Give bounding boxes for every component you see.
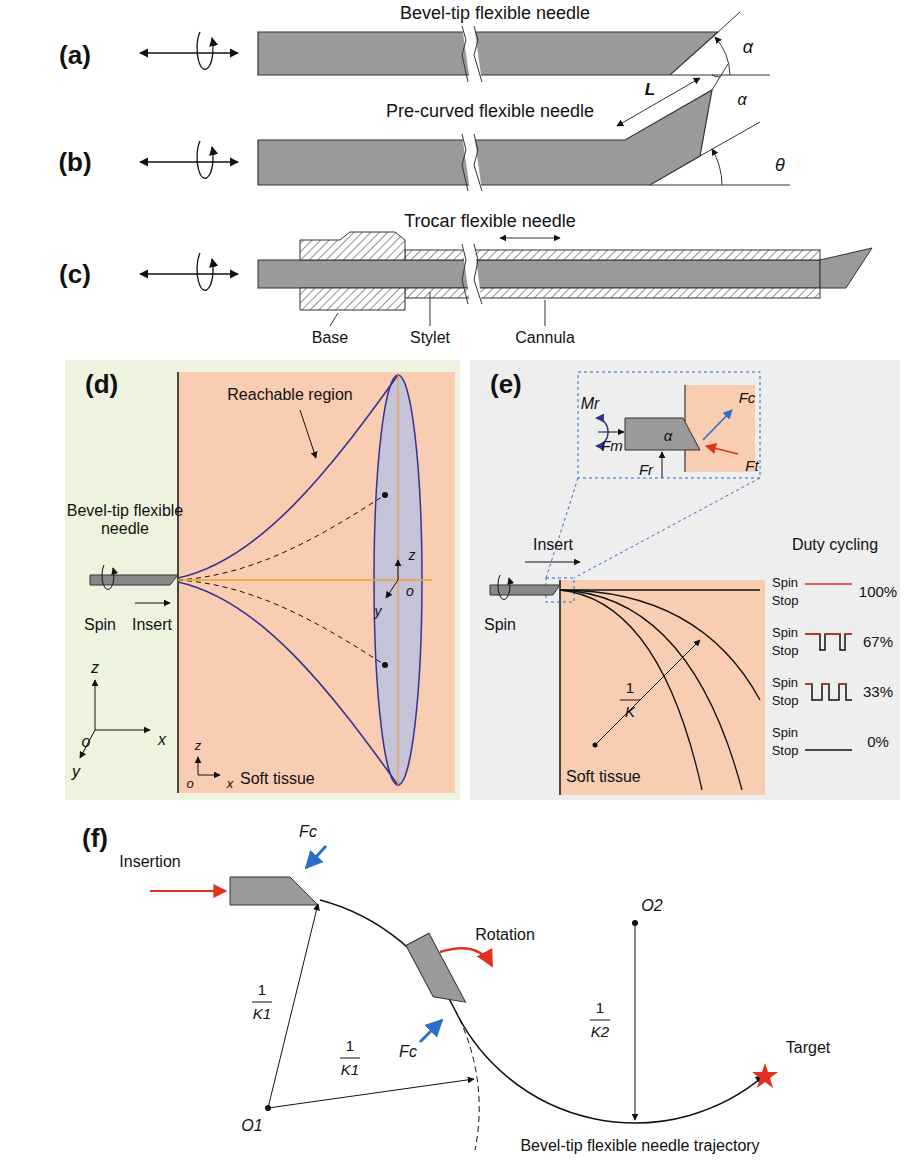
region-label: Soft tissue — [240, 770, 315, 788]
label: Fr — [639, 462, 653, 479]
label: o — [406, 584, 414, 599]
label: α — [664, 428, 673, 445]
label: Spin — [772, 726, 798, 740]
tissue-d — [178, 372, 455, 793]
label: (f) — [82, 824, 108, 853]
label: Fm — [601, 438, 623, 455]
label: Spin — [484, 616, 516, 634]
tissue-region: Soft tissue — [560, 580, 765, 795]
label: 1 — [258, 982, 266, 999]
label: Target — [786, 1039, 830, 1057]
label: 1 — [346, 1038, 354, 1055]
label: K — [625, 704, 635, 721]
label: Pre-curved flexible needle — [386, 102, 594, 122]
label: Bevel-tip flexible needle trajectory — [520, 1137, 759, 1155]
label: Stop — [772, 644, 799, 658]
label: Fc — [299, 823, 317, 841]
label: Spin — [84, 616, 116, 634]
label: Spin — [772, 676, 798, 690]
panel-letter: (d) — [85, 370, 118, 399]
label: Spin — [772, 576, 798, 590]
label: 0% — [867, 734, 889, 751]
tissue-e — [560, 580, 765, 795]
needle-b — [258, 64, 790, 191]
label: (c) — [59, 260, 91, 289]
panel-letter: (e) — [490, 370, 522, 399]
label: z — [91, 659, 99, 677]
label: 33% — [863, 684, 893, 701]
label: Trocar flexible needle — [404, 212, 575, 232]
label: 1 — [626, 680, 634, 697]
label: Mr — [581, 395, 600, 413]
panel-d-ground — [65, 360, 460, 800]
force-inset — [546, 372, 760, 602]
label: 67% — [863, 634, 893, 651]
label: z — [409, 548, 416, 563]
label: Rotation — [475, 926, 535, 944]
label: Ft — [745, 458, 758, 475]
label: Fc — [739, 390, 756, 407]
label: Cannula — [515, 329, 575, 347]
motion-arrows — [140, 32, 238, 290]
label: Stop — [772, 744, 799, 758]
label: Insertion — [119, 853, 180, 871]
label: y — [72, 763, 80, 781]
label: Duty cycling — [792, 536, 878, 554]
trajectory-f — [150, 846, 778, 1150]
label: (a) — [59, 41, 91, 70]
panel: (d) Soft tissue — [65, 360, 460, 800]
label: Base — [312, 329, 348, 347]
panel-e-ground — [470, 360, 900, 800]
label: Bevel-tip flexible needle — [400, 4, 590, 24]
trocar-needle-c — [258, 232, 872, 326]
label: Insert — [132, 616, 172, 634]
label: Reachable region — [227, 386, 352, 404]
label: Bevel-tip flexible needle — [65, 502, 185, 537]
label: z — [195, 739, 202, 753]
label: o — [186, 777, 193, 791]
duty-waveforms — [805, 584, 852, 750]
label: L — [645, 81, 655, 100]
reachable-region — [178, 375, 432, 785]
label: 100% — [859, 584, 897, 601]
label: O1 — [241, 1117, 262, 1135]
label: x — [227, 777, 234, 791]
label: K1 — [253, 1006, 271, 1023]
label: α — [743, 38, 753, 58]
label: α — [737, 91, 746, 109]
label: Stop — [772, 694, 799, 708]
region-label: Soft tissue — [566, 768, 641, 786]
label: K2 — [591, 1024, 609, 1041]
panel: (e) Soft tissue — [470, 360, 900, 800]
label: K1 — [341, 1062, 359, 1079]
label: Fc — [399, 1043, 417, 1061]
tissue-region: Soft tissue — [178, 372, 455, 793]
label: Stylet — [410, 329, 450, 347]
label: 1 — [596, 1000, 604, 1017]
label: y — [375, 604, 382, 619]
label: o — [82, 733, 91, 751]
label: Stop — [772, 594, 799, 608]
label: Spin — [772, 626, 798, 640]
label: O2 — [641, 897, 662, 915]
label: x — [158, 731, 166, 749]
label: Insert — [533, 536, 573, 554]
needle-e — [490, 562, 760, 790]
needle-d — [80, 565, 220, 775]
label: (b) — [58, 148, 91, 177]
label: θ — [775, 156, 785, 176]
